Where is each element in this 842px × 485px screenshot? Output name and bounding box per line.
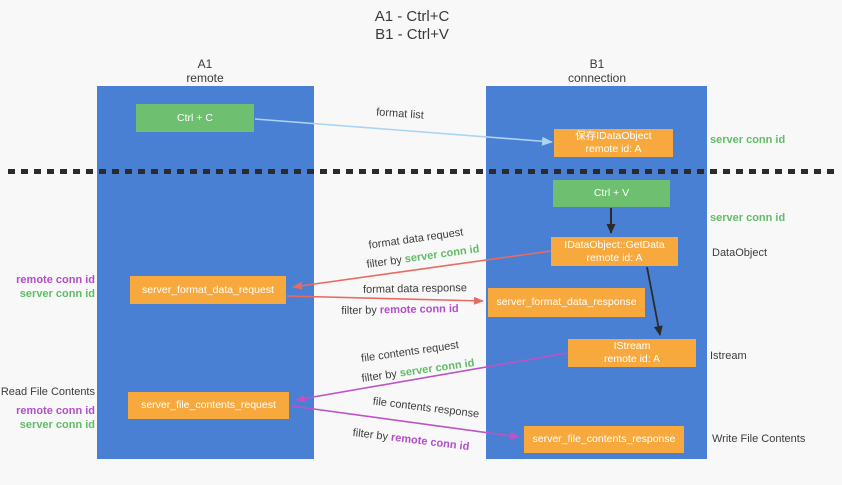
lane-a1-subtitle: remote [186, 71, 224, 85]
left-label-remote-conn-id-file: remote conn id [16, 405, 95, 417]
right-label-istream: Istream [710, 350, 747, 362]
right-label-dataobject: DataObject [712, 247, 768, 259]
node-server-format-data-request: server_format_data_request [130, 276, 286, 304]
lane-a1-header: A1 remote [145, 57, 265, 85]
arrow-label-format-list: format list [375, 106, 425, 122]
arrow-format-data-response [286, 295, 484, 305]
left-label-remote-conn-id-format: remote conn id [16, 274, 95, 286]
title-line-2: B1 - Ctrl+V [375, 26, 449, 43]
filter-by-text: filter by [341, 304, 377, 318]
node-file-response-label: server_file_contents_response [532, 433, 676, 445]
filter-by-text: filter by [352, 426, 389, 444]
node-server-file-contents-response: server_file_contents_response [524, 426, 684, 453]
node-server-format-data-response: server_format_data_response [488, 288, 645, 317]
node-istream-line1: IStream [613, 340, 651, 352]
right-label-write-file-contents: Write File Contents [712, 433, 806, 445]
remote-conn-id-text: remote conn id [390, 431, 470, 454]
node-istream-line2: remote id: A [603, 353, 661, 365]
remote-conn-id-text: remote conn id [379, 302, 459, 317]
node-save-idataobject: 保存IDataObject remote id: A [554, 129, 673, 157]
node-ctrl-v-label: Ctrl + V [593, 187, 630, 199]
node-istream: IStream remote id: A [568, 339, 696, 367]
left-label-read-file-contents: Read File Contents [0, 386, 95, 398]
arrow-label-filter-format-response: filter by remote conn id [341, 303, 459, 317]
title-line-1: A1 - Ctrl+C [374, 8, 450, 25]
lane-b1-name: B1 [589, 57, 605, 71]
session-divider-dotted-line [8, 169, 838, 174]
node-ctrl-c: Ctrl + C [136, 104, 254, 132]
node-format-response-label: server_format_data_response [496, 296, 637, 308]
arrow-label-format-data-response: format data response [362, 282, 468, 296]
right-label-server-conn-id-mid: server conn id [710, 212, 786, 224]
node-format-request-label: server_format_data_request [142, 283, 274, 296]
arrow-label-file-contents-response: file contents response [372, 395, 480, 421]
arrow-label-filter-file-response: filter by remote conn id [352, 427, 470, 453]
left-label-server-conn-id-file: server conn id [19, 419, 95, 431]
node-file-request-label: server_file_contents_request [141, 399, 276, 411]
filter-by-text: filter by [365, 254, 403, 271]
node-save-idataobject-line2: remote id: A [585, 143, 642, 155]
lane-b1-subtitle: connection [567, 71, 627, 85]
node-ctrl-v: Ctrl + V [553, 180, 670, 207]
node-ctrl-c-label: Ctrl + C [177, 111, 213, 124]
server-conn-id-text: server conn id [404, 243, 481, 266]
diagram-title: A1 - Ctrl+C B1 - Ctrl+V [312, 8, 512, 44]
node-server-file-contents-request: server_file_contents_request [128, 392, 289, 419]
node-idataobject-getdata: IDataObject::GetData remote id: A [551, 237, 678, 266]
node-save-idataobject-line1: 保存IDataObject [575, 130, 652, 142]
lane-a1-name: A1 [197, 57, 213, 71]
filter-by-text: filter by [360, 368, 398, 385]
node-getdata-line1: IDataObject::GetData [564, 238, 665, 251]
lane-b1-header: B1 connection [537, 57, 657, 85]
left-label-server-conn-id-format: server conn id [19, 288, 95, 300]
server-conn-id-text: server conn id [399, 357, 476, 380]
right-label-server-conn-id-top: server conn id [710, 134, 786, 146]
node-getdata-line2: remote id: A [586, 251, 643, 264]
